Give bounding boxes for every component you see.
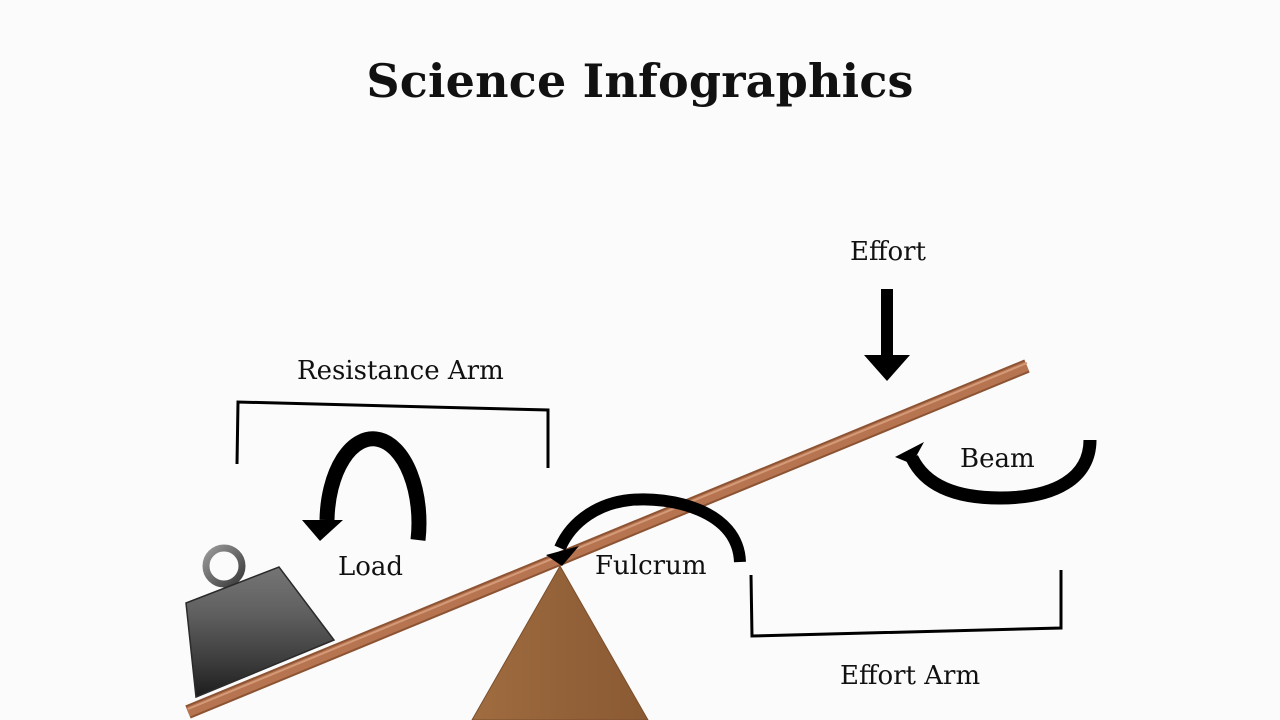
effort-arm-label: Effort Arm <box>840 661 981 691</box>
load-label: Load <box>338 552 404 582</box>
fulcrum-triangle <box>471 564 649 720</box>
resistance-arm-label: Resistance Arm <box>297 356 504 386</box>
load-curved-arrow-icon <box>302 431 427 541</box>
resistance-arm-bracket <box>235 400 550 468</box>
page-title: Science Infographics <box>366 54 914 108</box>
load-weight <box>185 544 336 699</box>
beam-curved-arrow-icon <box>895 439 1097 505</box>
beam-lever <box>185 359 1030 719</box>
effort-label: Effort <box>850 237 926 267</box>
beam-label: Beam <box>960 444 1035 474</box>
effort-arrow-icon <box>864 289 910 381</box>
effort-arm-bracket <box>749 570 1063 638</box>
fulcrum-curved-arrow-icon <box>546 493 746 566</box>
fulcrum-label: Fulcrum <box>595 551 707 581</box>
